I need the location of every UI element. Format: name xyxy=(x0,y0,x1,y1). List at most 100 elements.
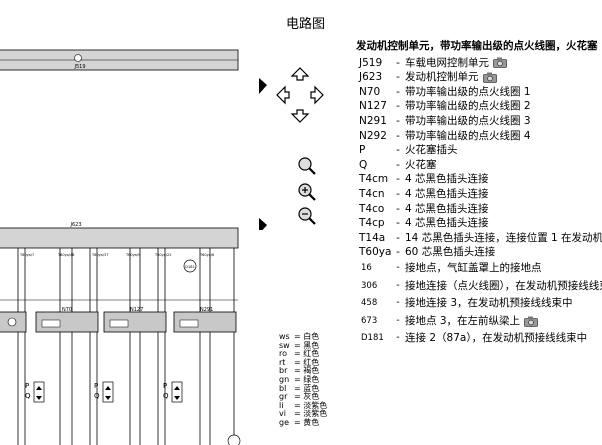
svg-text:P: P xyxy=(163,382,167,390)
color-code: br xyxy=(279,366,288,376)
nav-prev-icon[interactable] xyxy=(259,78,267,94)
legend-description: 接地点，气缸盖罩上的接地点 xyxy=(405,262,542,275)
legend-item: N292-带功率输出级的点火线圈 4 xyxy=(356,129,602,144)
coil-n291-label: N291 xyxy=(200,307,213,313)
legend-code: T4cp xyxy=(359,217,385,230)
legend-code: 673 xyxy=(361,315,378,326)
svg-text:T60ya/37: T60ya/37 xyxy=(91,253,108,257)
svg-text:Q: Q xyxy=(94,392,100,400)
legend-description: 连接 2（87a），在发动机预接线线束中 xyxy=(405,332,588,345)
legend-code: T14a xyxy=(359,231,386,244)
color-name: 绿色 xyxy=(303,374,320,384)
legend-code: N70 xyxy=(359,85,381,98)
unit-j519-label: J519 xyxy=(73,64,85,70)
legend-code: 458 xyxy=(361,298,378,309)
svg-text:P: P xyxy=(94,382,98,390)
legend-item: Q -火花塞 xyxy=(356,158,602,173)
legend-separator: - xyxy=(396,314,400,326)
legend-code: D181 xyxy=(361,333,384,344)
legend-description: 接地连接（点火线圈），在发动机预接线线束中 xyxy=(405,279,602,292)
color-code: bl xyxy=(279,383,287,393)
svg-text:Q: Q xyxy=(163,392,169,400)
color-code: gn xyxy=(279,374,290,384)
legend-separator: - xyxy=(396,246,400,259)
legend-item: T60ya-60 芯黑色插头连接 xyxy=(356,245,602,260)
color-key-item: gn= 绿色 xyxy=(279,374,327,385)
color-key-item: ro= 红色 xyxy=(279,349,327,359)
legend-separator: - xyxy=(396,231,400,244)
color-equals: = xyxy=(294,366,304,376)
legend-separator: - xyxy=(396,129,400,142)
legend-item: N291-带功率输出级的点火线圈 3 xyxy=(356,114,602,129)
color-key-item: rt= 红色 xyxy=(279,357,327,368)
color-key-item: sw= 黑色 xyxy=(279,340,327,351)
legend-description: 带功率输出级的点火线圈 3 xyxy=(405,114,531,127)
legend-code: J623 xyxy=(359,71,383,84)
wires xyxy=(0,248,238,445)
svg-text:T60ya/7: T60ya/7 xyxy=(19,253,34,257)
legend-separator: - xyxy=(396,262,400,274)
color-key-item: vi= 淡紫色 xyxy=(279,410,327,419)
color-code: li xyxy=(279,400,284,410)
navigation-controls xyxy=(259,67,324,230)
legend-code: 16 xyxy=(361,263,372,274)
legend-description: 接地点 3，在左前纵梁上 xyxy=(405,314,521,327)
legend-separator: - xyxy=(396,173,400,186)
legend-code: 306 xyxy=(361,280,378,291)
legend-description: 火花塞 xyxy=(405,158,437,171)
color-equals: = xyxy=(294,409,304,419)
color-code: sw xyxy=(279,340,290,350)
color-key-item: li= 淡紫色 xyxy=(279,400,327,411)
zoom-in-icon[interactable] xyxy=(296,155,318,177)
legend-description: 60 芯黑色插头连接 xyxy=(405,246,496,259)
camera-marker-icon xyxy=(74,54,82,62)
color-equals: = xyxy=(294,400,304,410)
legend-separator: - xyxy=(396,158,400,171)
color-equals: = xyxy=(294,357,304,367)
nav-next-icon[interactable] xyxy=(259,218,267,230)
legend-item: 458-接地连接 3，在发动机预接线线束中 xyxy=(356,295,602,313)
legend-code: N127 xyxy=(359,100,387,113)
legend-description: 14 芯黑色插头连接，连接位置 1 在发动机舱左侧 xyxy=(405,231,602,244)
color-key-item: gr= 灰色 xyxy=(279,392,327,402)
color-name: 红色 xyxy=(303,357,320,367)
legend-description: 4 芯黑色插头连接 xyxy=(405,217,489,230)
legend-code: T60ya xyxy=(359,246,392,259)
color-key-item: bl= 蓝色 xyxy=(279,383,327,394)
unit-j623-label: J623 xyxy=(69,222,81,228)
coil-modules: N70 N127 N291 xyxy=(0,307,237,333)
legend-item: D181-连接 2（87a），在发动机预接线线束中 xyxy=(356,330,602,348)
color-equals: = xyxy=(294,417,304,427)
legend-description: 4 芯黑色插头连接 xyxy=(405,202,489,215)
color-key-item: ws= 白色 xyxy=(279,332,327,342)
color-equals: = xyxy=(294,392,304,402)
spark-label: Q xyxy=(25,392,31,400)
legend-separator: - xyxy=(396,202,400,215)
legend-separator: - xyxy=(396,85,400,98)
camera-icon[interactable] xyxy=(482,72,497,83)
legend-code: Q xyxy=(359,158,368,171)
zoom-in-plus-icon[interactable] xyxy=(296,181,318,203)
color-name: 黄色 xyxy=(303,417,320,427)
pan-arrows-icon[interactable] xyxy=(276,67,324,123)
legend-item: 16 -接地点，气缸盖罩上的接地点 xyxy=(356,260,602,278)
camera-icon[interactable] xyxy=(493,57,507,69)
color-code: ge xyxy=(279,417,289,427)
legend-code: N291 xyxy=(359,114,387,127)
legend-separator: - xyxy=(396,71,400,84)
legend-description: 带功率输出级的点火线圈 4 xyxy=(405,129,531,142)
ground-connector-label: D181 xyxy=(185,265,194,269)
legend-item: T4cn-4 芯黑色插头连接 xyxy=(356,187,602,202)
zoom-out-icon[interactable] xyxy=(296,205,318,227)
color-code: gr xyxy=(279,392,288,402)
legend-title: 发动机控制单元，带功率输出级的点火线圈，火花塞 xyxy=(356,40,598,52)
legend-separator: - xyxy=(396,56,400,69)
legend-description: 火花塞插头 xyxy=(405,144,458,157)
legend-item: N127-带功率输出级的点火线圈 2 xyxy=(356,99,602,114)
camera-icon[interactable] xyxy=(524,316,538,327)
ground-point-icon xyxy=(227,434,241,445)
legend-description: 4 芯黑色插头连接 xyxy=(405,187,489,200)
legend-code: T4cn xyxy=(359,187,385,200)
